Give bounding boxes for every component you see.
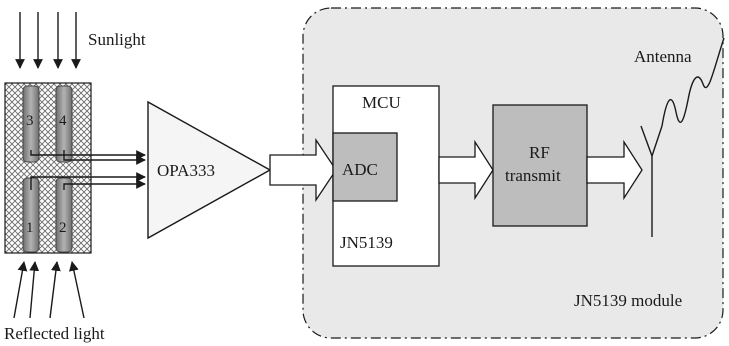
sensor-3-label: 3 — [26, 113, 34, 129]
antenna-icon — [640, 37, 725, 237]
opa333-label: OPA333 — [157, 161, 215, 180]
mcu-label: MCU — [362, 93, 401, 112]
reflected-light-arrows — [13, 261, 85, 319]
sensor-signal-wires — [30, 150, 146, 190]
opa333-amplifier — [147, 100, 272, 240]
sunlight-label: Sunlight — [88, 30, 146, 49]
jn5139-chip-label: JN5139 — [340, 233, 393, 252]
sensor-bar-3 — [22, 85, 40, 163]
rf-label-line1: RF — [529, 143, 550, 162]
sunlight-arrows — [15, 12, 81, 69]
antenna-label: Antenna — [634, 47, 692, 66]
rf-label-line2: transmit — [505, 166, 561, 185]
amp-to-adc-arrow — [269, 137, 337, 203]
rf-transmit-box — [492, 104, 588, 227]
mcu-to-rf-arrow — [438, 139, 494, 201]
sensor-bar-4 — [55, 85, 73, 163]
adc-label: ADC — [342, 160, 378, 179]
module-label: JN5139 module — [574, 291, 682, 310]
sensor-4-label: 4 — [59, 113, 67, 129]
adc-box — [332, 132, 398, 202]
sensor-1-label: 1 — [26, 220, 34, 236]
sensor-panel — [4, 82, 92, 254]
reflected-light-label: Reflected light — [4, 324, 105, 343]
rf-to-antenna-arrow — [586, 139, 643, 201]
sensor-2-label: 2 — [59, 220, 67, 236]
sensor-bar-2 — [55, 177, 73, 253]
